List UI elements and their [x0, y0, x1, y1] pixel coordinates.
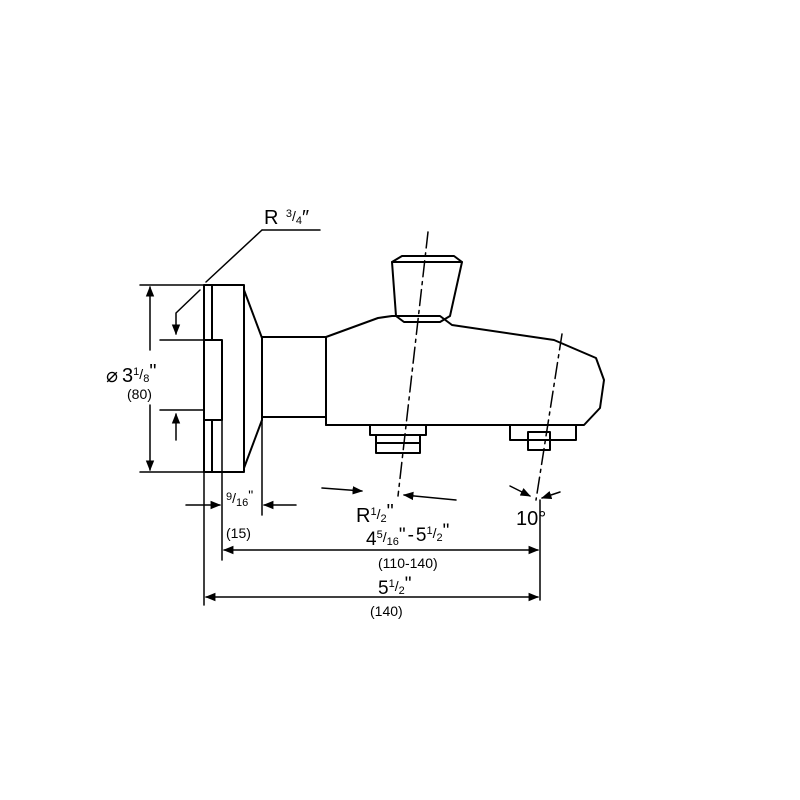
diameter-metric: (80)	[127, 386, 152, 402]
inlet-thread-label: R1/2"	[356, 501, 394, 527]
wall-flange	[203, 284, 263, 473]
range-label: 45/16"-51/2"	[366, 521, 449, 550]
connector-neck	[261, 336, 327, 418]
diameter-label: ⌀31/8"	[106, 361, 156, 387]
overall-metric: (140)	[370, 603, 403, 619]
centre-lines	[397, 231, 563, 501]
overall-dimension	[203, 471, 540, 606]
depth-metric: (15)	[226, 525, 251, 541]
depth-label: 9/16"	[226, 487, 253, 509]
depth-dimension	[185, 419, 297, 561]
outlet-thread-leader	[205, 229, 321, 283]
angle-label: 10°	[516, 508, 546, 530]
aerator-outlet	[509, 424, 577, 451]
outlet-thread-label: R 3/4″	[264, 207, 309, 229]
thread-stub	[369, 424, 427, 454]
inlet-thread-dimension	[321, 486, 457, 501]
range-dimension	[222, 499, 541, 601]
diverter-knob	[391, 255, 463, 323]
angle-dimension	[509, 485, 561, 499]
spout-body	[325, 315, 605, 426]
diameter-dimension	[139, 284, 205, 473]
overall-label: 51/2"	[378, 574, 411, 599]
range-metric: (110-140)	[378, 555, 438, 571]
